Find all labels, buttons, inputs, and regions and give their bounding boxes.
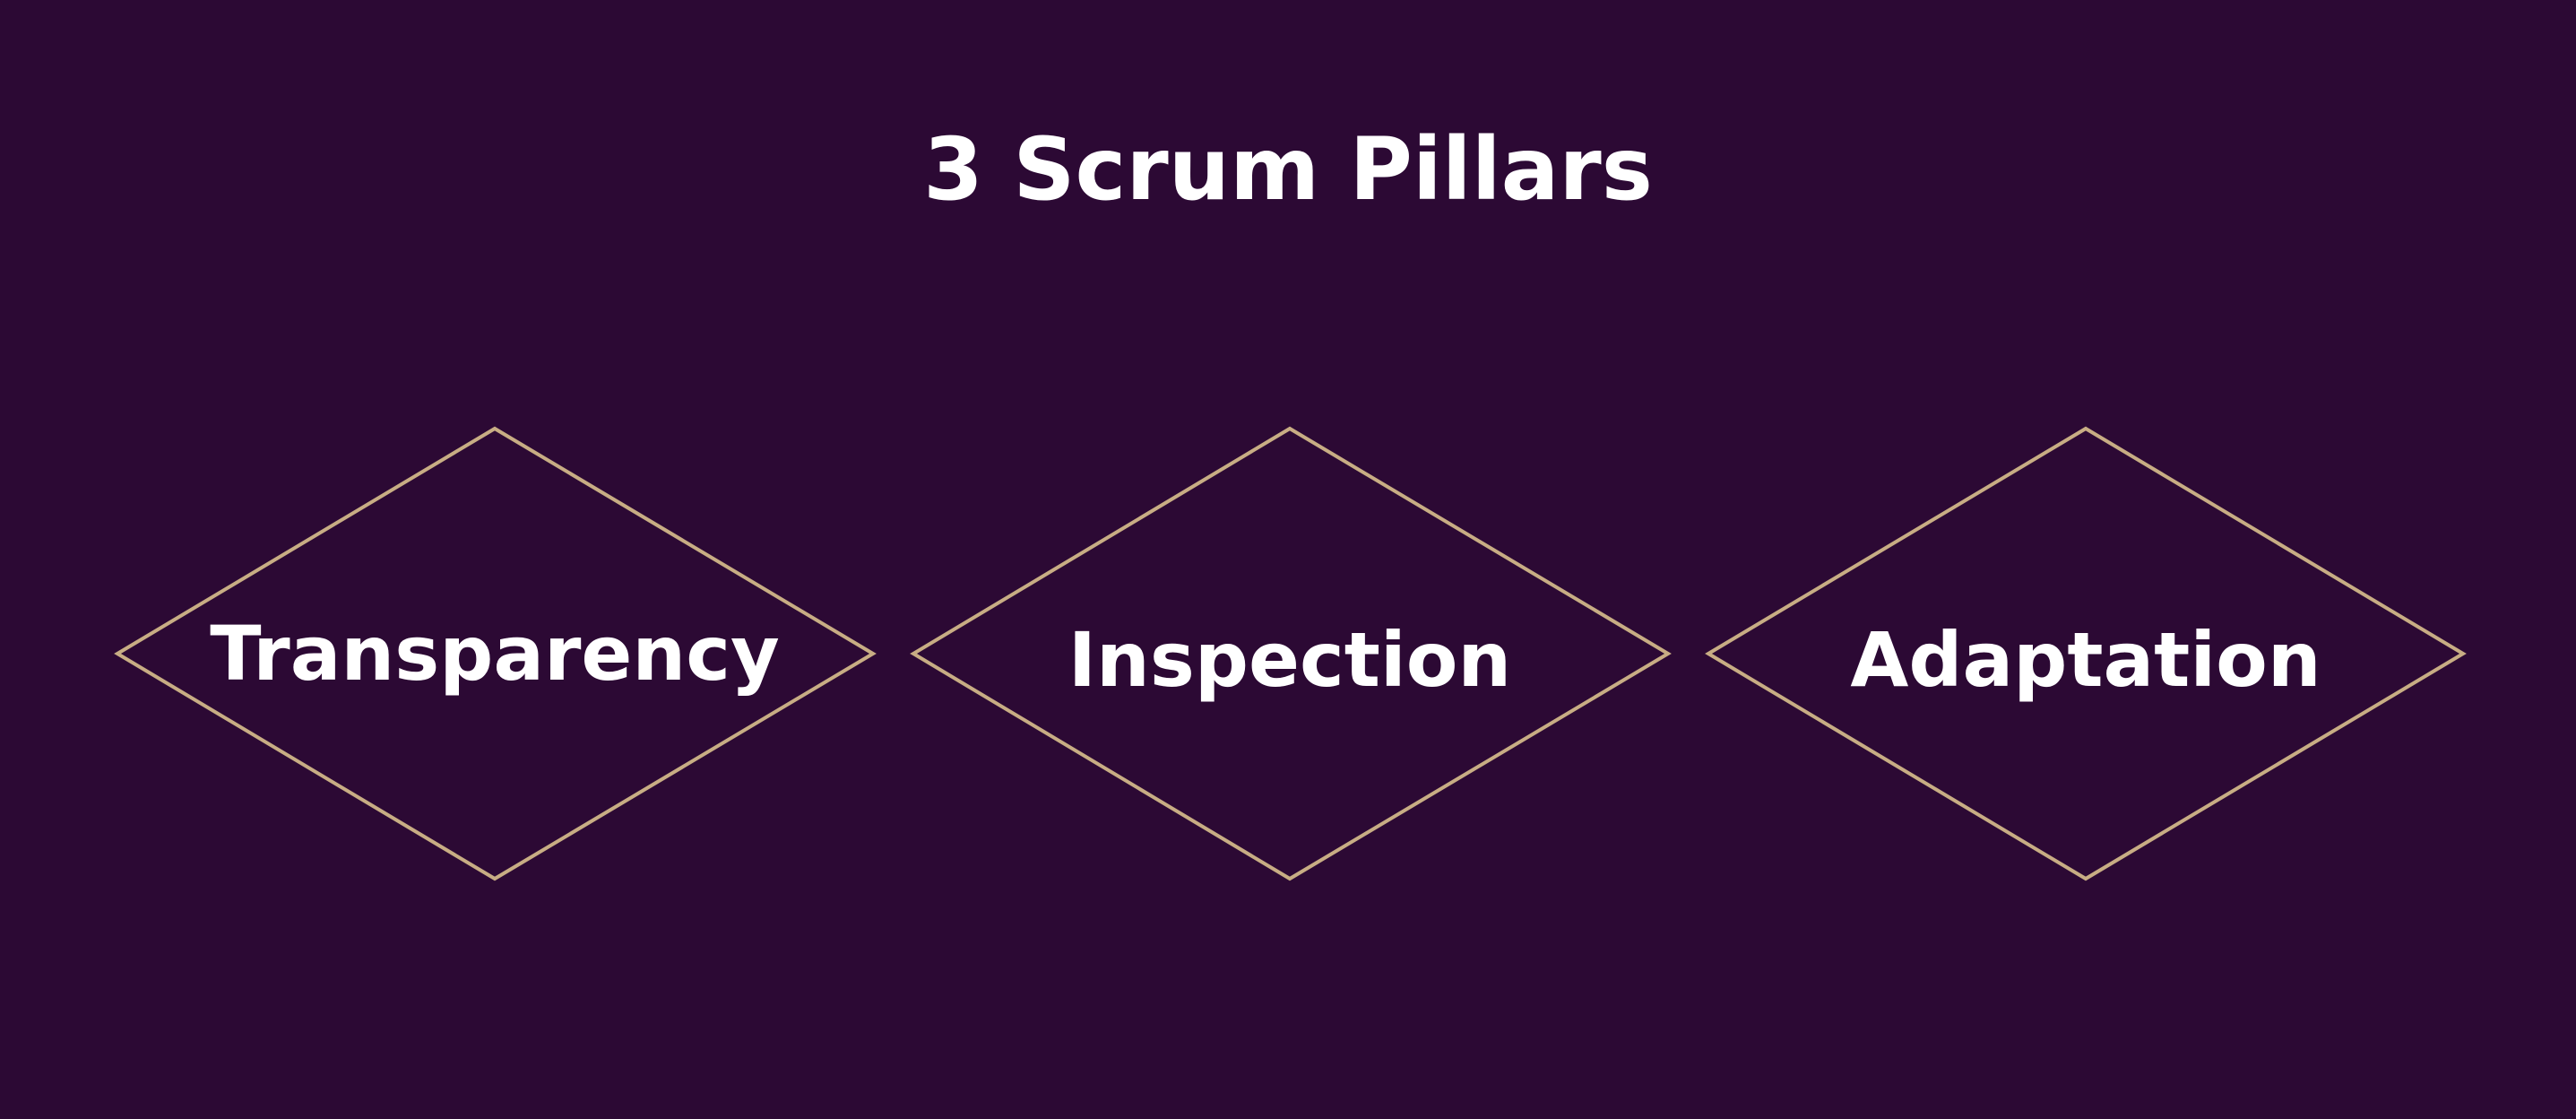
- pillar-label-transparency: Transparency: [210, 610, 780, 698]
- pillar-inspection: Inspection: [910, 426, 1672, 881]
- pillar-adaptation: Adaptation: [1705, 426, 2467, 881]
- diamond-shape: [1705, 426, 2467, 881]
- pillar-transparency: Transparency: [114, 426, 877, 881]
- pillar-label-inspection: Inspection: [1068, 616, 1511, 704]
- pillar-label-adaptation: Adaptation: [1850, 616, 2321, 704]
- diamond-shape: [910, 426, 1672, 881]
- slide-title: 3 Scrum Pillars: [923, 119, 1653, 220]
- diamond-shape: [114, 426, 877, 881]
